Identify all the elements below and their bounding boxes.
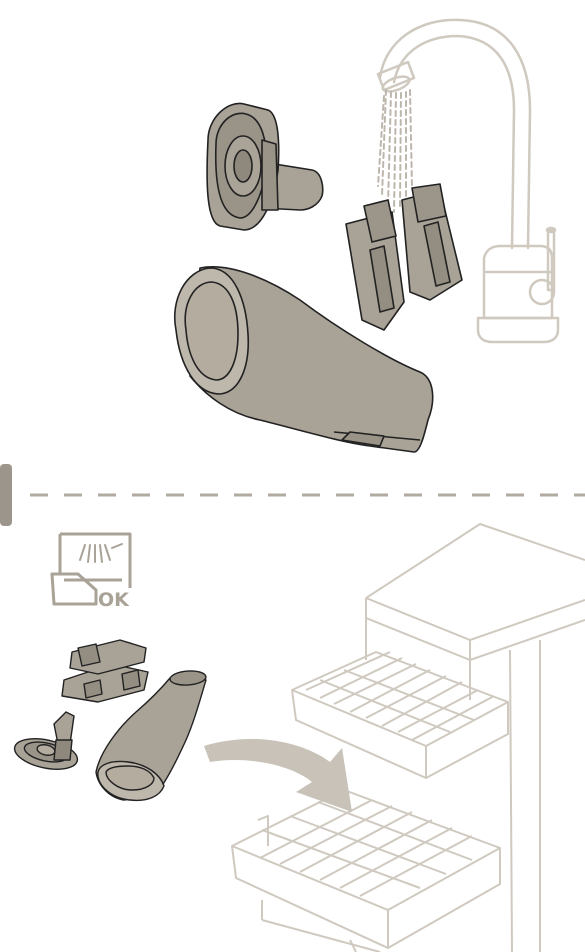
- nozzle-cap-part-small: [12, 712, 80, 774]
- dishwasher-safe-icon: OK: [52, 534, 130, 611]
- dishwasher-icon: [232, 524, 585, 952]
- clip-part: [346, 184, 462, 330]
- ok-label: OK: [98, 589, 130, 611]
- faucet-icon: [378, 20, 558, 342]
- clip-part-small: [62, 640, 148, 702]
- rinse-panel: [175, 20, 558, 452]
- water-stream-icon: [378, 90, 412, 212]
- nozzle-cap-part: [207, 103, 323, 230]
- section-divider: [0, 464, 585, 526]
- dishwasher-panel: OK: [12, 524, 585, 952]
- step-tab: [0, 464, 12, 526]
- curved-arrow-icon: [204, 739, 352, 812]
